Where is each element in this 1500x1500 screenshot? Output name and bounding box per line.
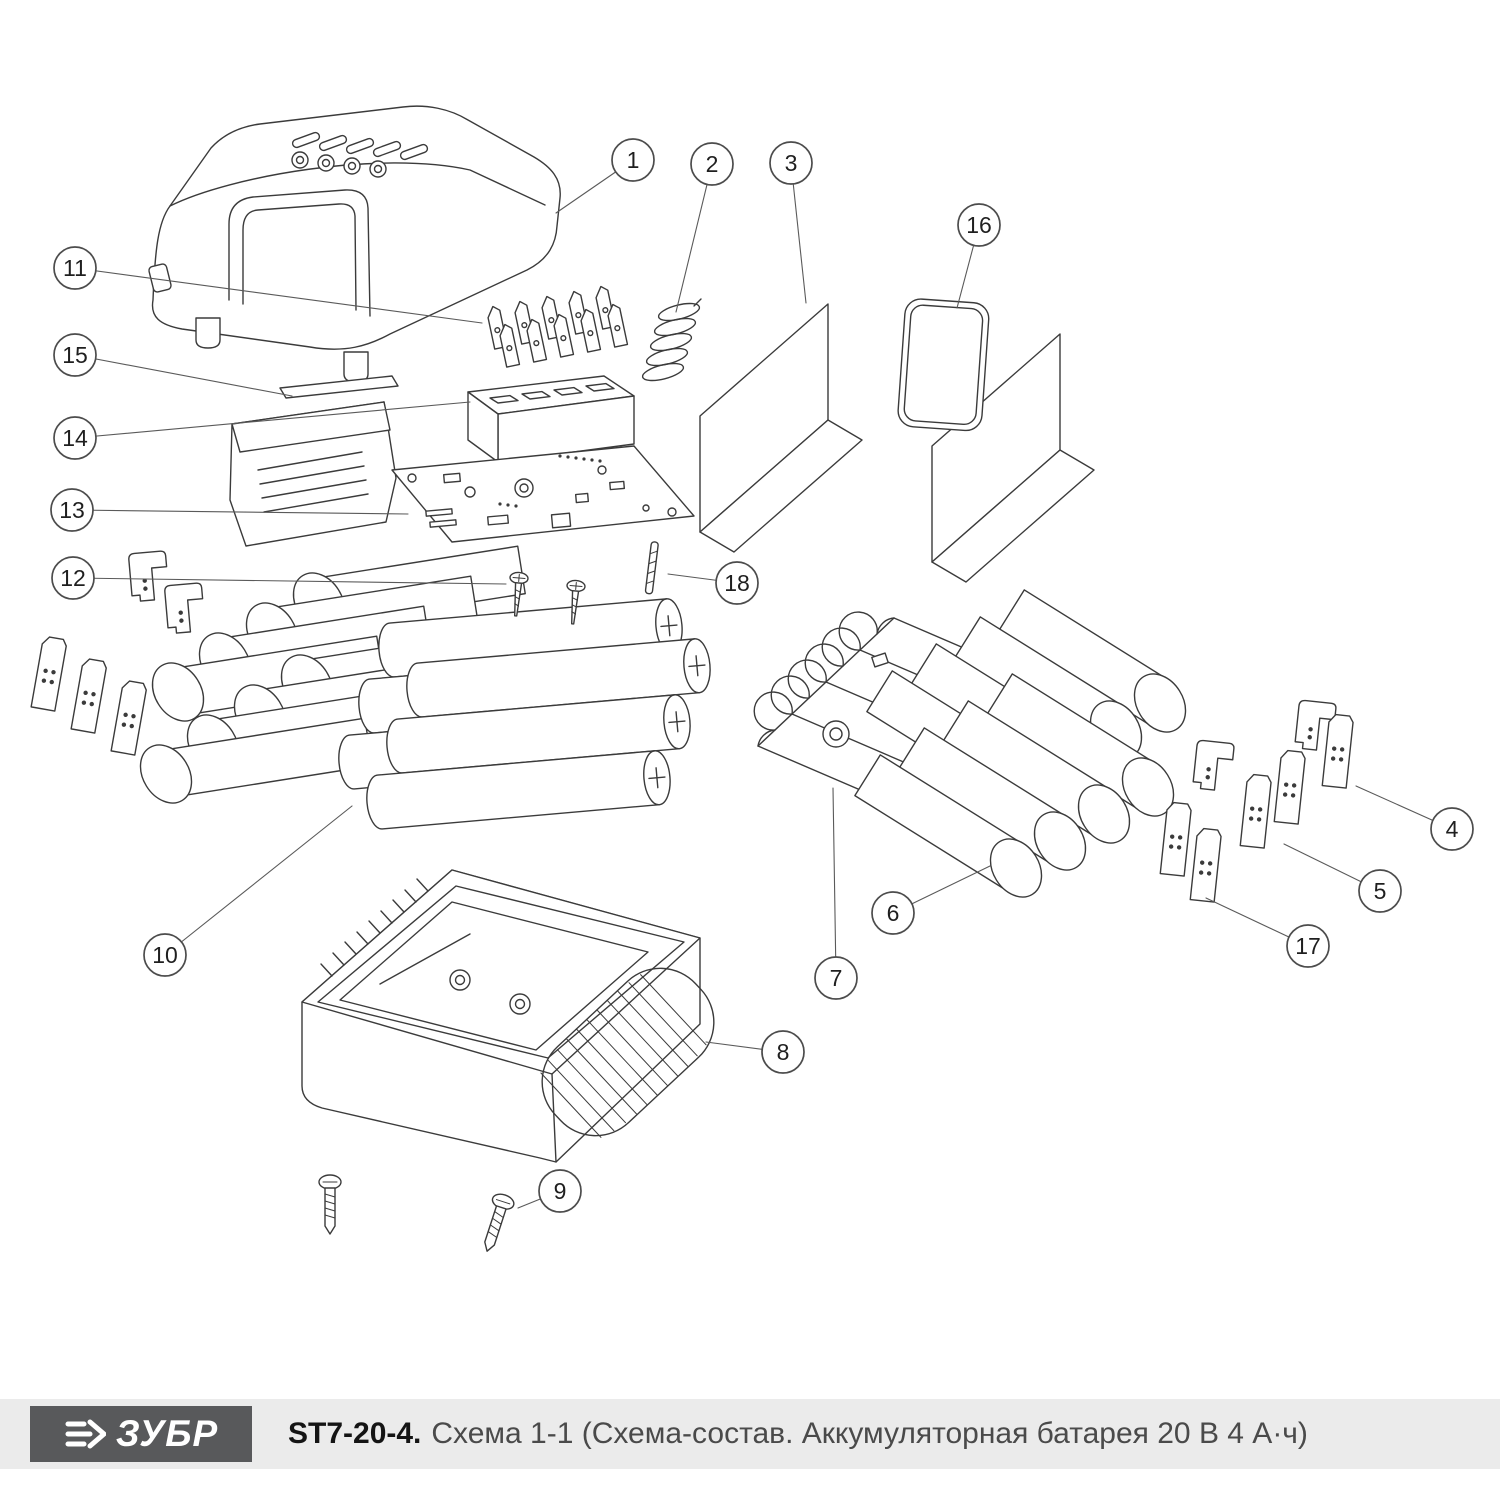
- part-insulation-sheet-2: [931, 333, 1095, 583]
- svg-text:6: 6: [887, 900, 900, 926]
- callout-3: 3: [769, 141, 813, 304]
- exploded-view-diagram: 1 2 3 16 11 15 14 13: [30, 105, 1474, 1256]
- svg-text:5: 5: [1374, 878, 1387, 904]
- callout-11: 11: [53, 246, 483, 324]
- part-plate: [279, 375, 399, 399]
- svg-text:9: 9: [554, 1178, 567, 1204]
- svg-text:1: 1: [627, 147, 640, 173]
- svg-text:11: 11: [63, 255, 87, 281]
- part-screws-bottom: [318, 1174, 517, 1256]
- part-pad: [897, 298, 990, 432]
- callout-15: 15: [53, 333, 293, 397]
- part-pcb: [391, 445, 695, 543]
- callout-9: 9: [517, 1169, 582, 1213]
- model-code: ST7-20-4.: [288, 1417, 422, 1450]
- callout-2: 2: [675, 142, 734, 313]
- callout-12: 12: [51, 556, 507, 600]
- svg-text:10: 10: [152, 942, 178, 968]
- callout-10: 10: [143, 805, 353, 977]
- part-pin: [644, 541, 659, 595]
- part-top-cover: [148, 105, 561, 383]
- part-cell-group-center: [335, 597, 713, 831]
- svg-text:7: 7: [830, 965, 843, 991]
- brand-logo: ЗУБР: [30, 1406, 252, 1462]
- svg-text:14: 14: [62, 425, 88, 451]
- callout-18: 18: [667, 561, 759, 605]
- part-terminal-contacts: [485, 284, 629, 368]
- svg-text:13: 13: [59, 497, 85, 523]
- callout-1: 1: [555, 138, 655, 214]
- footer-bar: ЗУБР ST7-20-4. Схема 1-1 (Схема-состав. А…: [0, 1399, 1500, 1469]
- diagram-title: ST7-20-4. Схема 1-1 (Схема-состав. Аккуму…: [288, 1417, 1308, 1451]
- part-contact-strip-17: [1159, 801, 1223, 903]
- part-bottom-housing: [301, 869, 715, 1163]
- svg-text:17: 17: [1295, 933, 1321, 959]
- part-front-panel: [229, 401, 397, 547]
- brand-name: ЗУБР: [115, 1413, 219, 1454]
- svg-text:18: 18: [724, 570, 750, 596]
- callout-14: 14: [53, 401, 471, 460]
- svg-text:2: 2: [706, 151, 719, 177]
- callout-13: 13: [50, 488, 409, 532]
- svg-text:8: 8: [777, 1039, 790, 1065]
- callouts-layer: 1 2 3 16 11 15 14 13: [50, 138, 1474, 1213]
- callout-7: 7: [814, 787, 858, 1000]
- callout-17: 17: [1205, 897, 1330, 968]
- callout-6: 6: [871, 865, 991, 935]
- callout-4: 4: [1355, 785, 1474, 851]
- svg-text:3: 3: [785, 150, 798, 176]
- callout-16: 16: [956, 203, 1001, 309]
- svg-text:15: 15: [62, 342, 88, 368]
- svg-text:4: 4: [1446, 816, 1459, 842]
- diagram-description: Схема 1-1 (Схема-состав. Аккумуляторная …: [431, 1417, 1308, 1450]
- part-spring: [641, 298, 702, 382]
- part-insulation-sheet-1: [699, 303, 863, 553]
- callout-5: 5: [1283, 843, 1402, 913]
- callout-8: 8: [705, 1030, 805, 1074]
- zubr-logo-icon: [65, 1419, 106, 1449]
- part-terminal-block: [467, 375, 635, 463]
- svg-text:16: 16: [966, 212, 992, 238]
- svg-text:12: 12: [60, 565, 86, 591]
